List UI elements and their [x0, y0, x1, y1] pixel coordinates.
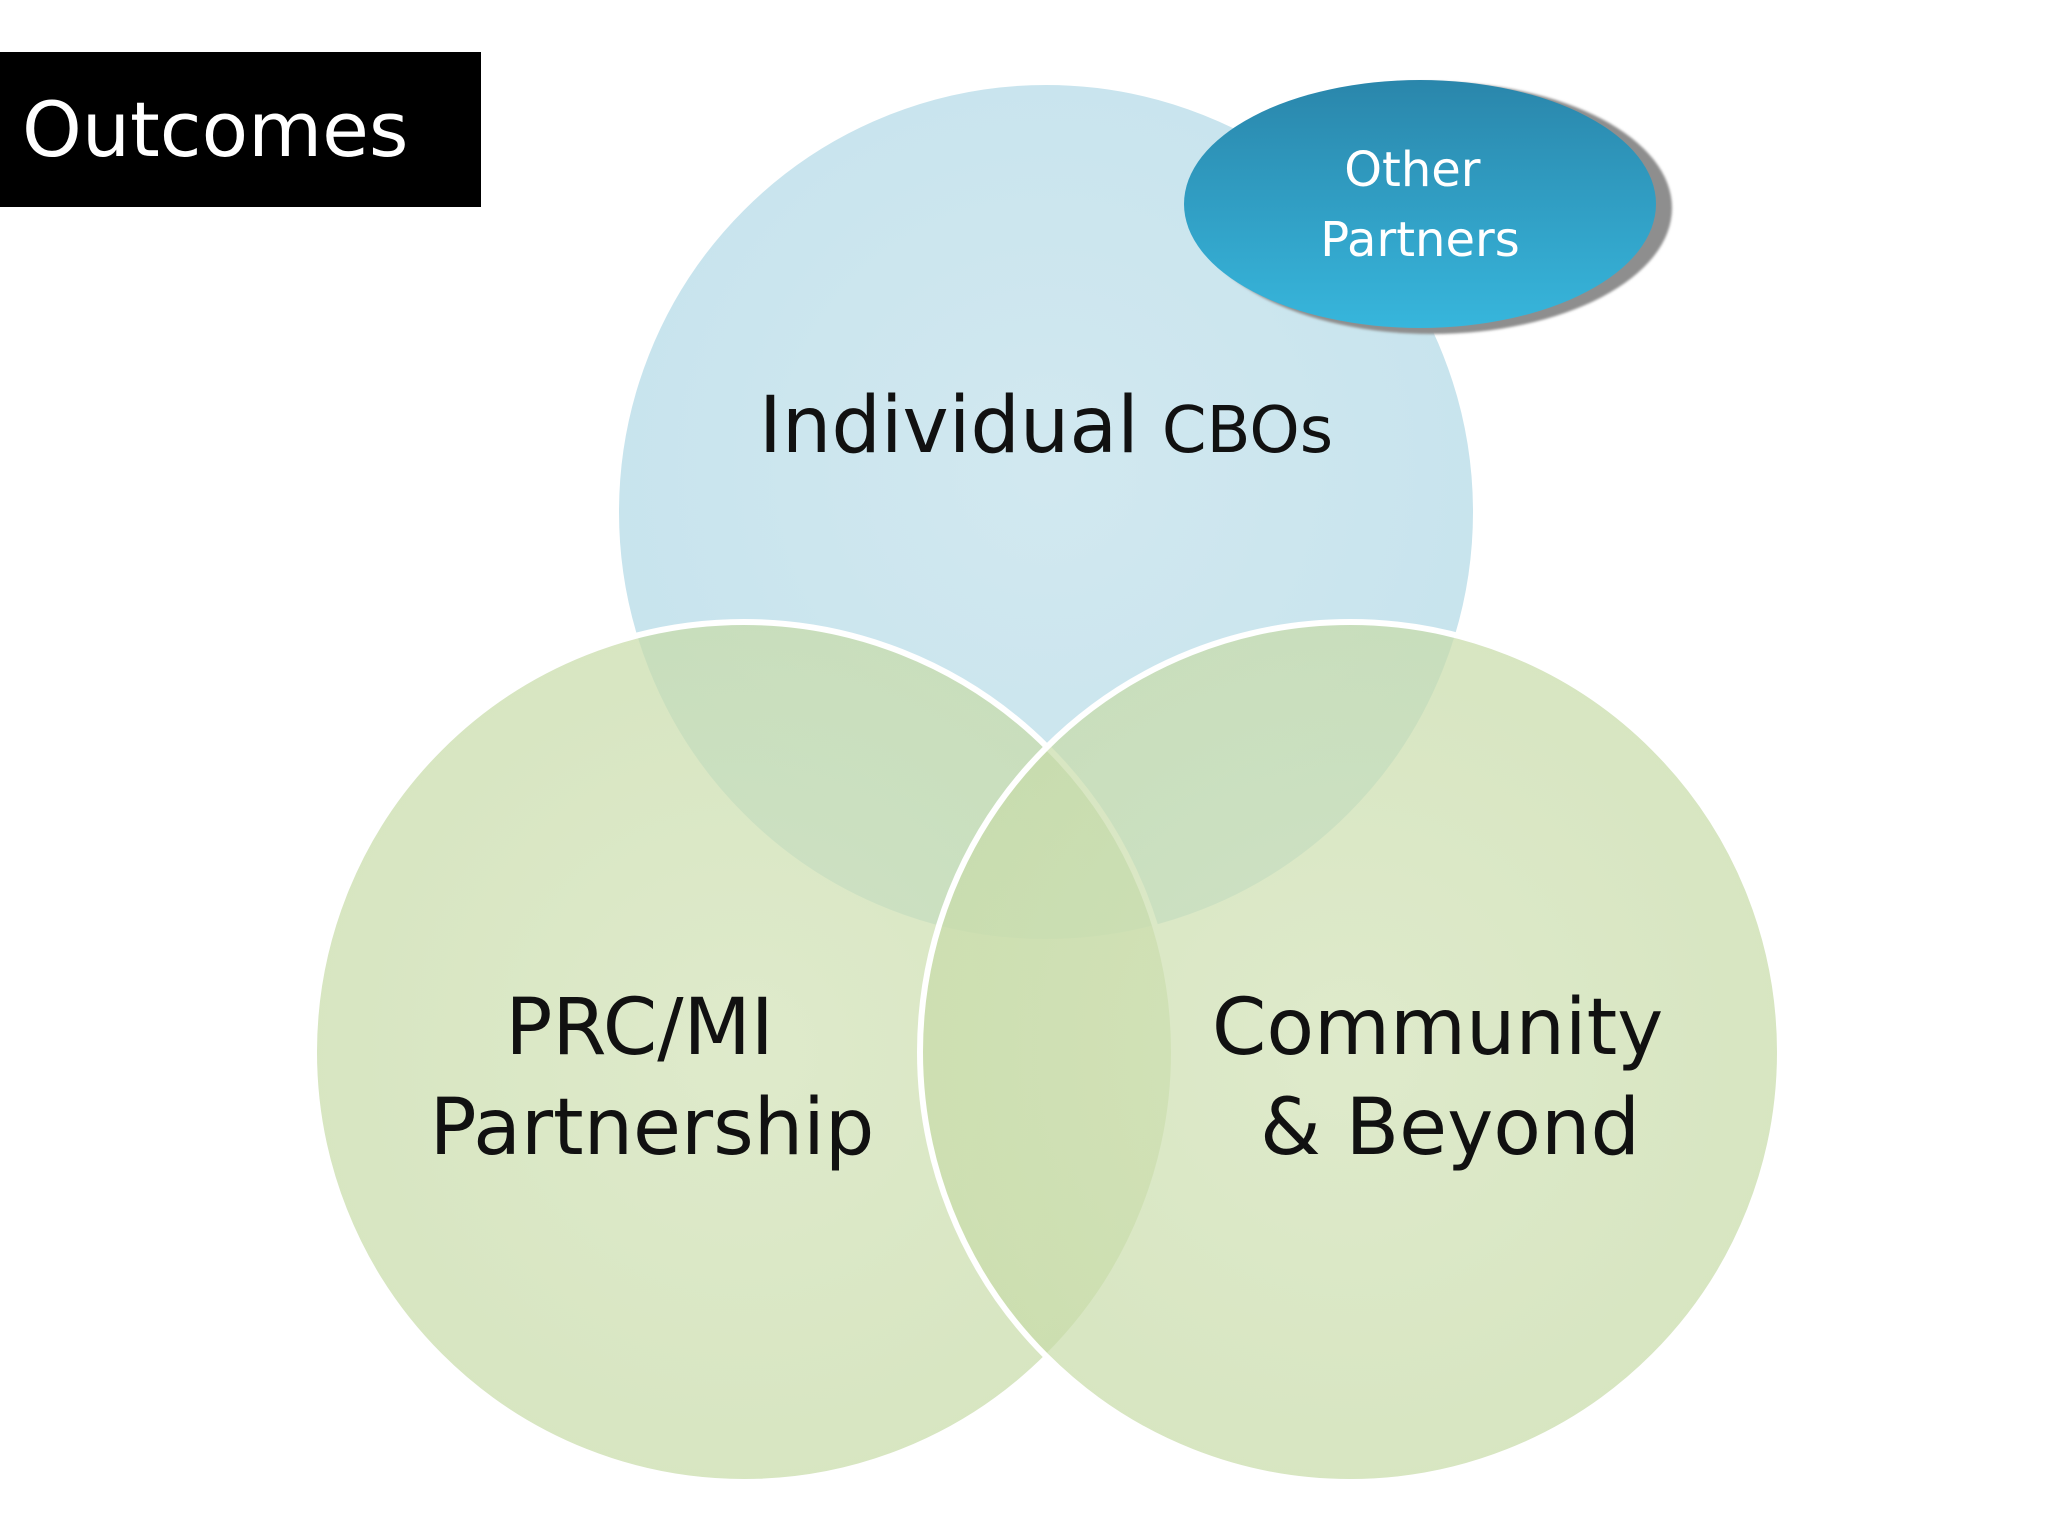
individual-cbos-main: Individual: [759, 381, 1139, 471]
community-line-1: Community: [1212, 983, 1663, 1073]
other-partners-line-1: Other: [1344, 142, 1481, 198]
venn-circle-community-beyond: [917, 619, 1783, 1485]
other-partners-line-2: Partners: [1320, 212, 1519, 268]
prc-mi-line-2: Partnership: [430, 1083, 875, 1173]
community-line-2: & Beyond: [1260, 1083, 1640, 1173]
slide-title: Outcomes: [22, 84, 409, 174]
slide-title-box: Outcomes: [0, 52, 481, 207]
prc-mi-line-1: PRC/MI: [505, 983, 773, 1073]
other-partners-ellipse: [1184, 80, 1656, 328]
prc-mi-partnership-label: PRC/MI Partnership: [430, 983, 875, 1173]
community-beyond-label: Community & Beyond: [1212, 983, 1688, 1173]
other-partners-label: Other Partners: [1320, 142, 1519, 268]
individual-cbos-small: CBOs: [1162, 394, 1333, 468]
individual-cbos-label: Individual CBOs: [759, 381, 1333, 471]
